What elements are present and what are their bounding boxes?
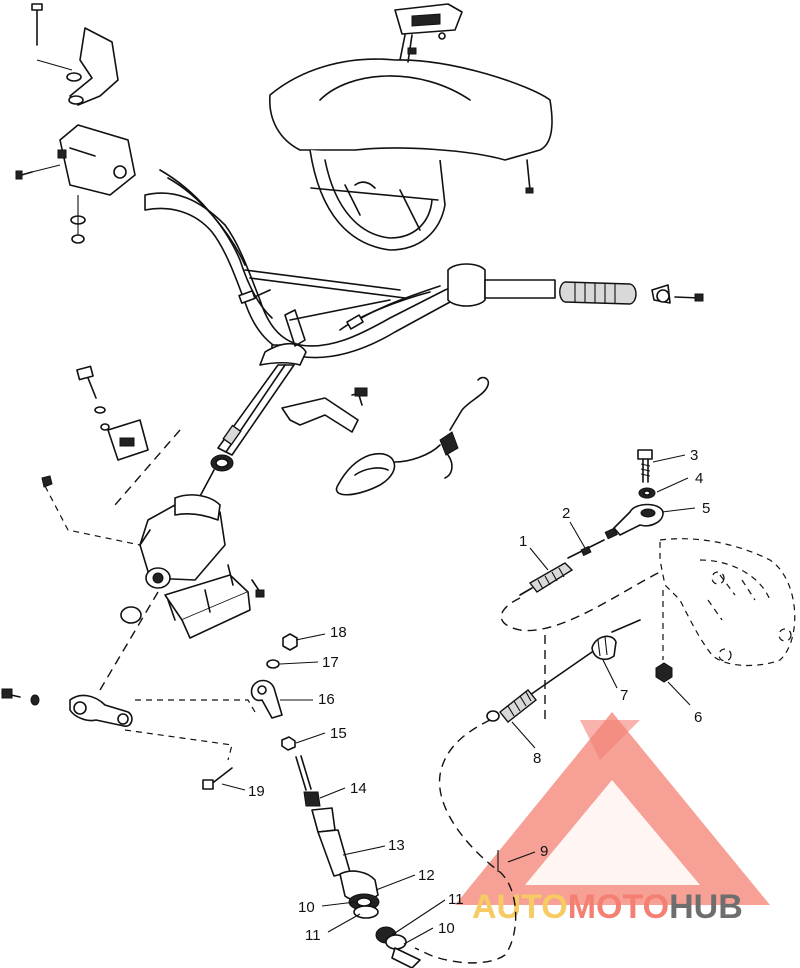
callout-2: 2 bbox=[562, 505, 570, 522]
cable-sheath-upper bbox=[500, 571, 661, 632]
center-bracket bbox=[281, 387, 368, 433]
mount-bracket bbox=[66, 27, 119, 106]
clamp-plate bbox=[107, 419, 149, 461]
tie-rod-shaft bbox=[295, 755, 380, 919]
ski-spindle-outline bbox=[659, 538, 796, 667]
top-switch-module bbox=[394, 3, 463, 63]
watermark-text-hub: HUB bbox=[669, 888, 743, 926]
right-control-housing bbox=[447, 263, 556, 307]
watermark-logo: AUTOMOTOHUB bbox=[455, 712, 770, 926]
watermark-text-auto: AUTO bbox=[472, 888, 568, 926]
top-pin bbox=[31, 3, 43, 46]
guide-line-left-2 bbox=[114, 429, 181, 506]
leader-lines bbox=[221, 454, 696, 945]
left-nut bbox=[41, 475, 53, 488]
callout-1: 1 bbox=[519, 533, 527, 550]
upper-bolt bbox=[76, 365, 110, 431]
callout-5: 5 bbox=[702, 500, 710, 517]
nut-6 bbox=[655, 662, 673, 683]
watermark-text-moto: MOTO bbox=[568, 888, 669, 926]
washer-nut-left bbox=[70, 195, 86, 244]
callout-11-left: 11 bbox=[305, 927, 321, 944]
callout-15: 15 bbox=[330, 725, 347, 742]
headlight-pod bbox=[269, 58, 553, 251]
callout-13: 13 bbox=[388, 837, 405, 854]
mount-bolts bbox=[167, 564, 265, 621]
bolt-19 bbox=[202, 767, 233, 790]
guide-line-left-1 bbox=[44, 485, 141, 546]
callout-10-lower: 10 bbox=[438, 920, 455, 937]
small-screw-left bbox=[15, 170, 33, 180]
callout-18: 18 bbox=[330, 624, 347, 641]
callout-12: 12 bbox=[418, 867, 435, 884]
callout-19: 19 bbox=[248, 783, 265, 800]
cable-7-8 bbox=[486, 619, 641, 723]
guide-line-left-3 bbox=[99, 591, 159, 691]
steering-post bbox=[197, 309, 307, 501]
svg-text:AUTOMOTOHUB: AUTOMOTOHUB bbox=[472, 888, 743, 926]
mount-washer bbox=[120, 606, 142, 624]
callout-10-upper: 10 bbox=[298, 899, 315, 916]
callout-labels: 1 2 3 4 5 6 7 8 9 10 10 11 11 12 13 14 1… bbox=[248, 447, 710, 944]
callout-3: 3 bbox=[690, 447, 698, 464]
right-grip bbox=[559, 281, 637, 305]
callout-11-right: 11 bbox=[448, 891, 464, 908]
callout-14: 14 bbox=[350, 780, 367, 797]
callout-6: 6 bbox=[694, 709, 702, 726]
bolt-3 bbox=[637, 449, 653, 483]
tie-rod-end bbox=[250, 633, 298, 751]
callout-16: 16 bbox=[318, 691, 335, 708]
cable-9-routing bbox=[414, 719, 517, 964]
callout-8: 8 bbox=[533, 750, 541, 767]
switch-housing bbox=[57, 124, 136, 196]
tether-lanyard bbox=[335, 376, 490, 496]
callout-7: 7 bbox=[620, 687, 628, 704]
pod-screw bbox=[525, 159, 534, 194]
bar-end-plug bbox=[651, 284, 704, 304]
tie-rod-lower-joint bbox=[375, 926, 421, 968]
steering-mount-block bbox=[139, 494, 251, 639]
callout-17: 17 bbox=[322, 654, 339, 671]
cable-adjuster-1-2 bbox=[519, 539, 605, 596]
rod-end-5 bbox=[604, 503, 664, 540]
guide-line-arm-2 bbox=[124, 729, 233, 761]
linkage-arm bbox=[1, 688, 133, 727]
callout-9: 9 bbox=[540, 843, 548, 860]
guide-line-arm-1 bbox=[135, 699, 256, 713]
callout-4: 4 bbox=[695, 470, 703, 487]
